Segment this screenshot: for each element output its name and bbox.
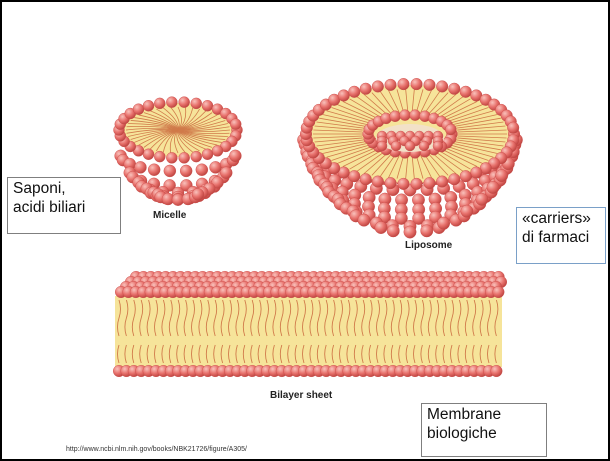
lipid-head (196, 164, 208, 176)
lipid-head (191, 151, 202, 162)
lipid-head (134, 161, 146, 173)
lipid-head (375, 221, 387, 233)
liposome-note: «carriers» di farmaci (516, 207, 606, 264)
lipid-head (387, 225, 399, 237)
liposome-label: Liposome (405, 240, 452, 251)
lipid-head (424, 79, 436, 91)
lipid-head (192, 188, 204, 200)
lipid-head (164, 165, 176, 177)
lipid-head (229, 150, 241, 162)
lipid-head (410, 110, 421, 121)
bilayer-note-line-2: biologiche (427, 424, 541, 443)
micelle-label: Micelle (153, 210, 186, 221)
lipid-head (424, 177, 436, 189)
lipid-head (191, 98, 202, 109)
lipid-head (133, 104, 144, 115)
lipid-head (390, 111, 401, 122)
source-url: http://www.ncbi.nlm.nih.gov/books/NBK217… (66, 446, 247, 453)
lipid-head (404, 226, 416, 238)
lipid-head (437, 217, 449, 229)
lipid-head (348, 86, 360, 98)
lipid-head (495, 169, 507, 181)
lipid-head (179, 97, 190, 108)
lipid-head (372, 81, 384, 93)
lipid-head (385, 79, 397, 91)
lipid-head (460, 170, 472, 182)
bilayer-tail-region (115, 296, 502, 367)
lipid-head (436, 81, 448, 93)
lipid-head (385, 177, 397, 189)
lipid-head (348, 170, 360, 182)
lipid-head (143, 100, 154, 111)
lipid-head (154, 98, 165, 109)
liposome-illustration (297, 78, 522, 238)
micelle-note-line-1: Saponi, (13, 179, 115, 198)
lipid-head (391, 141, 401, 151)
lipid-head (507, 122, 519, 134)
bilayer-note: Membrane biologiche (421, 403, 547, 457)
lipid-head (487, 181, 499, 193)
liposome-note-line-1: «carriers» (522, 209, 600, 228)
lipid-head (419, 141, 429, 151)
lipid-head (421, 225, 433, 237)
lipid-head (411, 178, 423, 190)
bilayer-sheet-label: Bilayer sheet (270, 390, 332, 401)
lipid-head (445, 124, 456, 135)
micelle-note-line-2: acidi biliari (13, 198, 115, 217)
lipid-head (398, 178, 410, 190)
micelle-illustration (114, 97, 243, 206)
lipid-head (220, 167, 232, 179)
lipid-head (398, 78, 410, 90)
lipid-head (154, 151, 165, 162)
lipid-head (448, 83, 460, 95)
lipid-head (461, 205, 473, 217)
lipid-head (143, 149, 154, 160)
bilayer-sheet-illustration (113, 271, 507, 377)
lipid-head (212, 145, 223, 156)
lipid-head (411, 78, 423, 90)
lipid-head (399, 110, 410, 121)
lipid-head (377, 141, 387, 151)
lipid-head (202, 149, 213, 160)
lipid-head (470, 167, 482, 179)
lipid-head (166, 97, 177, 108)
lipid-head (148, 164, 160, 176)
lipid-head (448, 173, 460, 185)
lipid-head (358, 214, 370, 226)
lipid-head (372, 176, 384, 188)
liposome-note-line-2: di farmaci (522, 228, 600, 247)
lipid-head (210, 161, 222, 173)
lipid-head (230, 119, 241, 130)
lipid-head (491, 365, 503, 377)
lipid-head (460, 86, 472, 98)
micelle-note: Saponi, acidi biliari (7, 177, 121, 234)
lipid-head (493, 286, 505, 298)
lipid-head (476, 193, 488, 205)
lipid-head (436, 176, 448, 188)
lipid-head (166, 152, 177, 163)
lipid-head (179, 152, 190, 163)
lipid-head (202, 100, 213, 111)
bilayer-note-line-1: Membrane (427, 405, 541, 424)
lipid-head (180, 165, 192, 177)
lipid-head (360, 173, 372, 185)
lipid-head (405, 141, 415, 151)
lipid-head (338, 90, 350, 102)
lipid-head (360, 83, 372, 95)
lipid-head (433, 141, 443, 151)
